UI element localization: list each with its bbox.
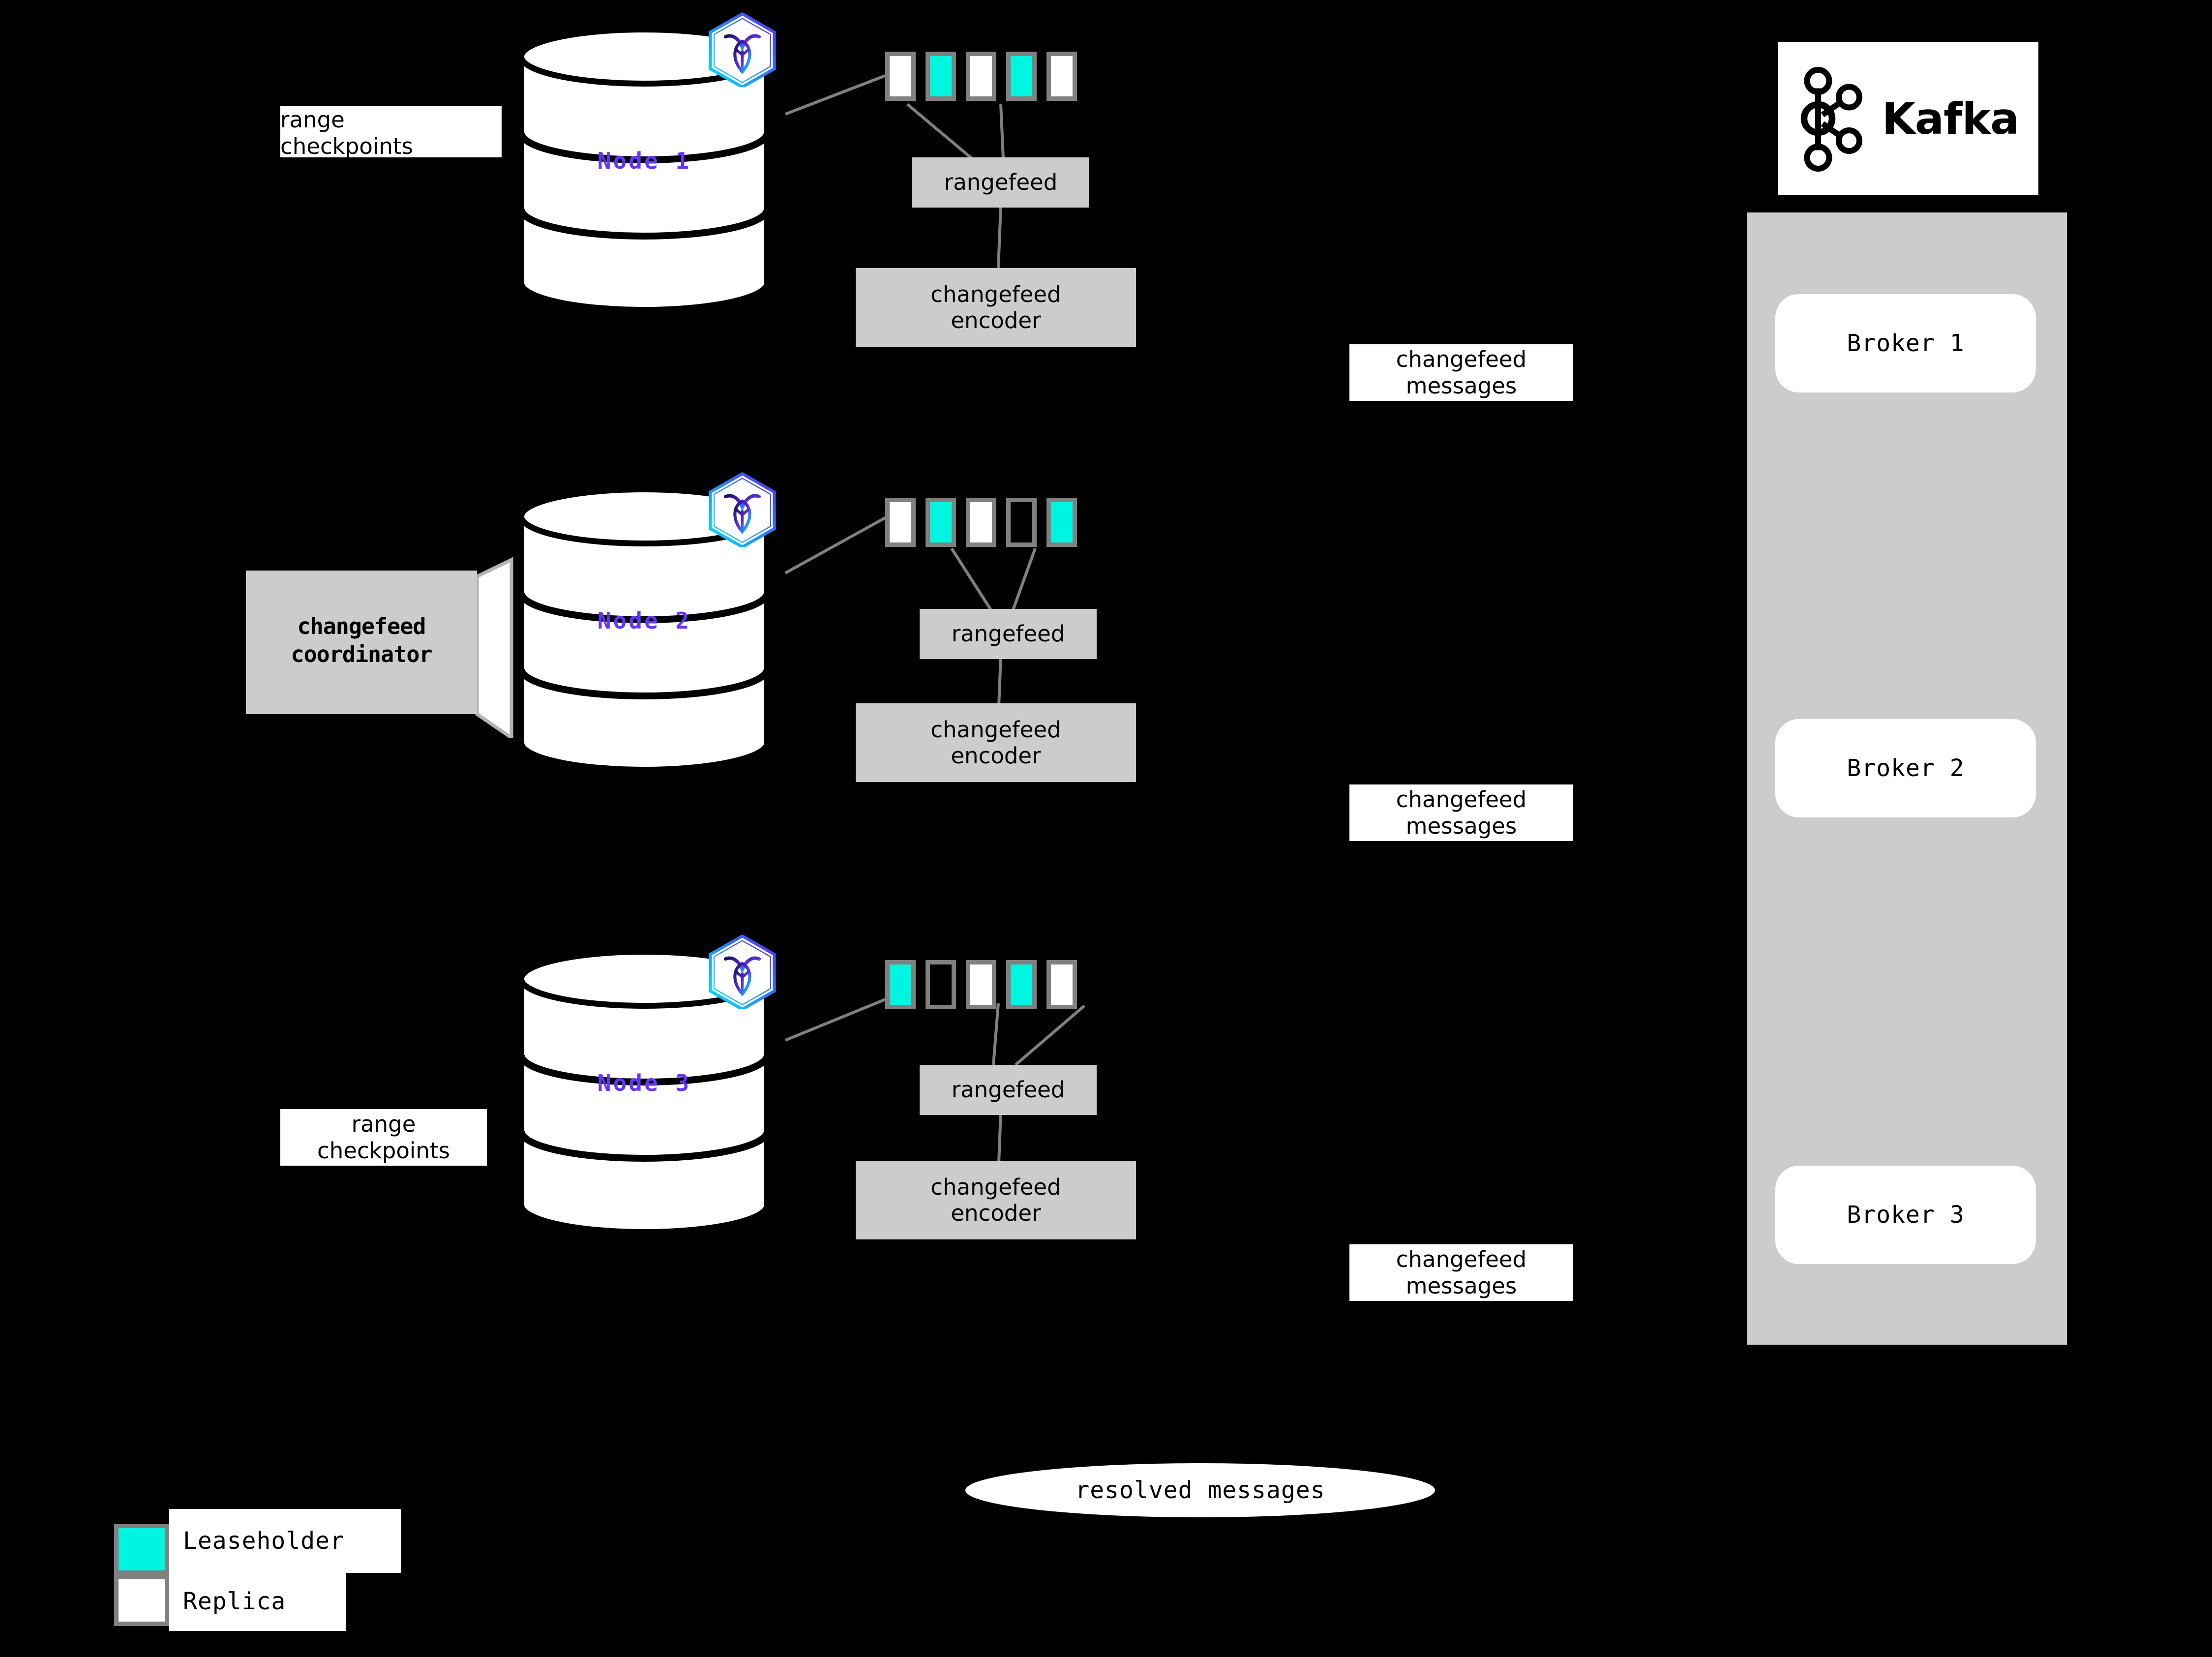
changefeed-messages-line2: messages <box>1405 372 1517 399</box>
node-1-range-checkpoints-label: range checkpoints <box>280 106 502 157</box>
resolved-messages-pill[interactable]: resolved messages <box>965 1463 1435 1517</box>
cockroachdb-hex-logo-icon <box>704 11 780 89</box>
range-replica[interactable] <box>1046 960 1077 1009</box>
encoder-label-line2: encoder <box>951 1200 1041 1226</box>
node-3-rangefeed-box[interactable]: rangefeed <box>920 1065 1097 1115</box>
encoder-label-line1: changefeed <box>930 716 1061 743</box>
node-1-rangefeed-label: rangefeed <box>944 169 1058 196</box>
encoder-label-line1: changefeed <box>930 281 1061 307</box>
legend-label-leaseholder: Leaseholder <box>169 1509 401 1573</box>
node-1-changefeed-encoder-box[interactable]: changefeed encoder <box>856 268 1136 347</box>
node-3-label: Node 3 <box>597 1070 691 1096</box>
legend-leaseholder-text: Leaseholder <box>183 1527 345 1555</box>
changefeed-messages-line1: changefeed <box>1396 1246 1527 1273</box>
broker-3-label: Broker 3 <box>1847 1201 1965 1229</box>
cylinder-shape <box>518 949 771 1235</box>
broker-1-label: Broker 1 <box>1847 330 1965 357</box>
range-leaseholder[interactable] <box>1006 52 1037 101</box>
range-replica[interactable] <box>1046 52 1077 101</box>
coordinator-text: changefeed coordinator <box>246 571 477 711</box>
encoder-label-line2: encoder <box>951 743 1041 769</box>
resolved-messages-label: resolved messages <box>1075 1476 1325 1504</box>
node-2-range-row <box>885 498 1077 547</box>
range-empty[interactable] <box>926 960 956 1009</box>
range-replica[interactable] <box>966 960 996 1009</box>
cockroachdb-hex-logo-icon <box>704 933 780 1011</box>
node-1-label: Node 1 <box>597 148 691 174</box>
cylinder-shape <box>518 487 771 772</box>
range-leaseholder[interactable] <box>1046 498 1077 547</box>
changefeed-messages-line1: changefeed <box>1396 786 1527 813</box>
node-2-changefeed-encoder-box[interactable]: changefeed encoder <box>856 703 1136 782</box>
range-checkpoints-line2: checkpoints <box>280 133 413 158</box>
range-empty[interactable] <box>1006 498 1037 547</box>
kafka-logo-box: Kafka <box>1778 42 2038 195</box>
changefeed-messages-line2: messages <box>1405 1272 1517 1299</box>
node-3-cylinder: Node 3 <box>516 949 772 1235</box>
range-leaseholder[interactable] <box>926 52 956 101</box>
range-replica[interactable] <box>885 498 916 547</box>
legend-swatch-leaseholder <box>114 1524 169 1575</box>
node-1-cylinder: Node 1 <box>516 27 772 312</box>
node-3-changefeed-encoder-box[interactable]: changefeed encoder <box>856 1161 1136 1239</box>
range-leaseholder[interactable] <box>885 960 916 1009</box>
range-replica[interactable] <box>885 52 916 101</box>
range-leaseholder[interactable] <box>926 498 956 547</box>
node-2-cylinder: Node 2 <box>516 487 772 772</box>
broker-1[interactable]: Broker 1 <box>1775 294 2036 392</box>
changefeed-messages-line2: messages <box>1405 813 1517 839</box>
range-replica[interactable] <box>966 498 996 547</box>
node-2-label: Node 2 <box>597 607 691 634</box>
changefeed-messages-label-1: changefeed messages <box>1349 344 1573 401</box>
range-checkpoints-line1: range <box>280 107 345 133</box>
legend-replica-text: Replica <box>183 1588 286 1615</box>
cockroachdb-hex-logo-icon <box>704 471 780 549</box>
range-checkpoints-line2: checkpoints <box>317 1137 450 1164</box>
encoder-label-line1: changefeed <box>930 1174 1061 1200</box>
node-3-rangefeed-label: rangefeed <box>951 1077 1065 1103</box>
range-leaseholder[interactable] <box>1006 960 1037 1009</box>
encoder-label-line2: encoder <box>951 307 1041 333</box>
legend-swatch-replica <box>114 1575 169 1626</box>
kafka-node-graph-icon <box>1800 67 1862 172</box>
coordinator-line2: coordinator <box>291 641 432 667</box>
range-replica[interactable] <box>966 52 996 101</box>
broker-2-label: Broker 2 <box>1847 754 1965 782</box>
changefeed-messages-label-3: changefeed messages <box>1349 1244 1573 1301</box>
coordinator-line1: changefeed <box>297 613 426 640</box>
broker-3[interactable]: Broker 3 <box>1775 1166 2036 1264</box>
changefeed-messages-line1: changefeed <box>1396 346 1527 373</box>
node-1-range-row <box>885 52 1077 101</box>
node-1-rangefeed-box[interactable]: rangefeed <box>912 157 1089 208</box>
cylinder-shape <box>518 27 771 312</box>
node-2-rangefeed-label: rangefeed <box>951 621 1065 647</box>
range-checkpoints-line1: range <box>351 1111 416 1138</box>
changefeed-coordinator-callout[interactable]: changefeed coordinator <box>246 541 513 738</box>
node-3-range-row <box>885 960 1077 1009</box>
kafka-wordmark: Kafka <box>1882 93 2020 144</box>
changefeed-messages-label-2: changefeed messages <box>1349 784 1573 841</box>
broker-2[interactable]: Broker 2 <box>1775 719 2036 817</box>
legend-label-replica: Replica <box>169 1572 346 1631</box>
node-2-rangefeed-box[interactable]: rangefeed <box>920 609 1097 659</box>
node-3-range-checkpoints-label: range checkpoints <box>280 1109 487 1166</box>
